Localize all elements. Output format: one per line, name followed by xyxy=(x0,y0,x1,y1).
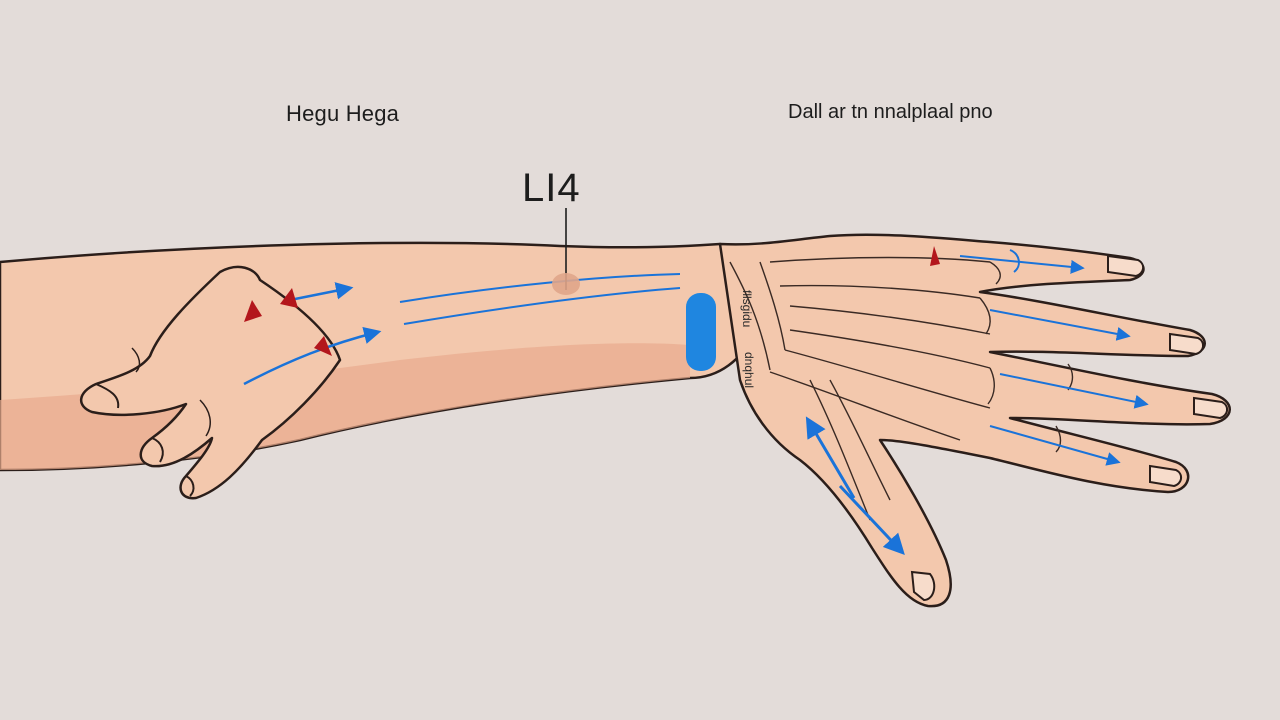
right-nail-3 xyxy=(1193,396,1228,420)
right-nail-2 xyxy=(1169,332,1204,356)
left-knuckle-line-2 xyxy=(199,399,212,437)
li4-label: LI4 xyxy=(522,166,581,210)
wrist-blue-patch xyxy=(686,293,716,371)
left-thumb-nail xyxy=(95,383,120,409)
forearm-meridian-lines xyxy=(399,273,681,325)
right-hand-shape xyxy=(718,233,1231,608)
left-hand-shape xyxy=(80,265,342,500)
red-marker-2 xyxy=(280,288,298,308)
wrist-vertical-text-2: dnqhul xyxy=(742,352,756,389)
left-knuckle-line xyxy=(131,347,141,373)
left-finger-nail-2 xyxy=(185,475,195,497)
right-hand-arrows xyxy=(805,249,1149,556)
red-marker-1 xyxy=(244,300,262,322)
red-marker-4 xyxy=(930,246,940,266)
left-finger-nail xyxy=(151,437,164,463)
wrist-vertical-text-1: fllsgidu xyxy=(740,290,754,328)
red-acupoint-markers xyxy=(244,246,940,356)
right-nail-4 xyxy=(1149,464,1182,488)
left-title-label: Hegu Hega xyxy=(286,101,400,126)
right-title-label: Dall ar tn nnalplaal pno xyxy=(788,101,993,123)
right-nail-1 xyxy=(1107,254,1144,278)
hand-bone-lines xyxy=(729,256,1074,521)
right-thumb-nail xyxy=(910,570,936,602)
left-hand-arrows xyxy=(243,282,382,386)
li4-point-mark xyxy=(552,273,580,295)
red-marker-3 xyxy=(314,336,332,356)
